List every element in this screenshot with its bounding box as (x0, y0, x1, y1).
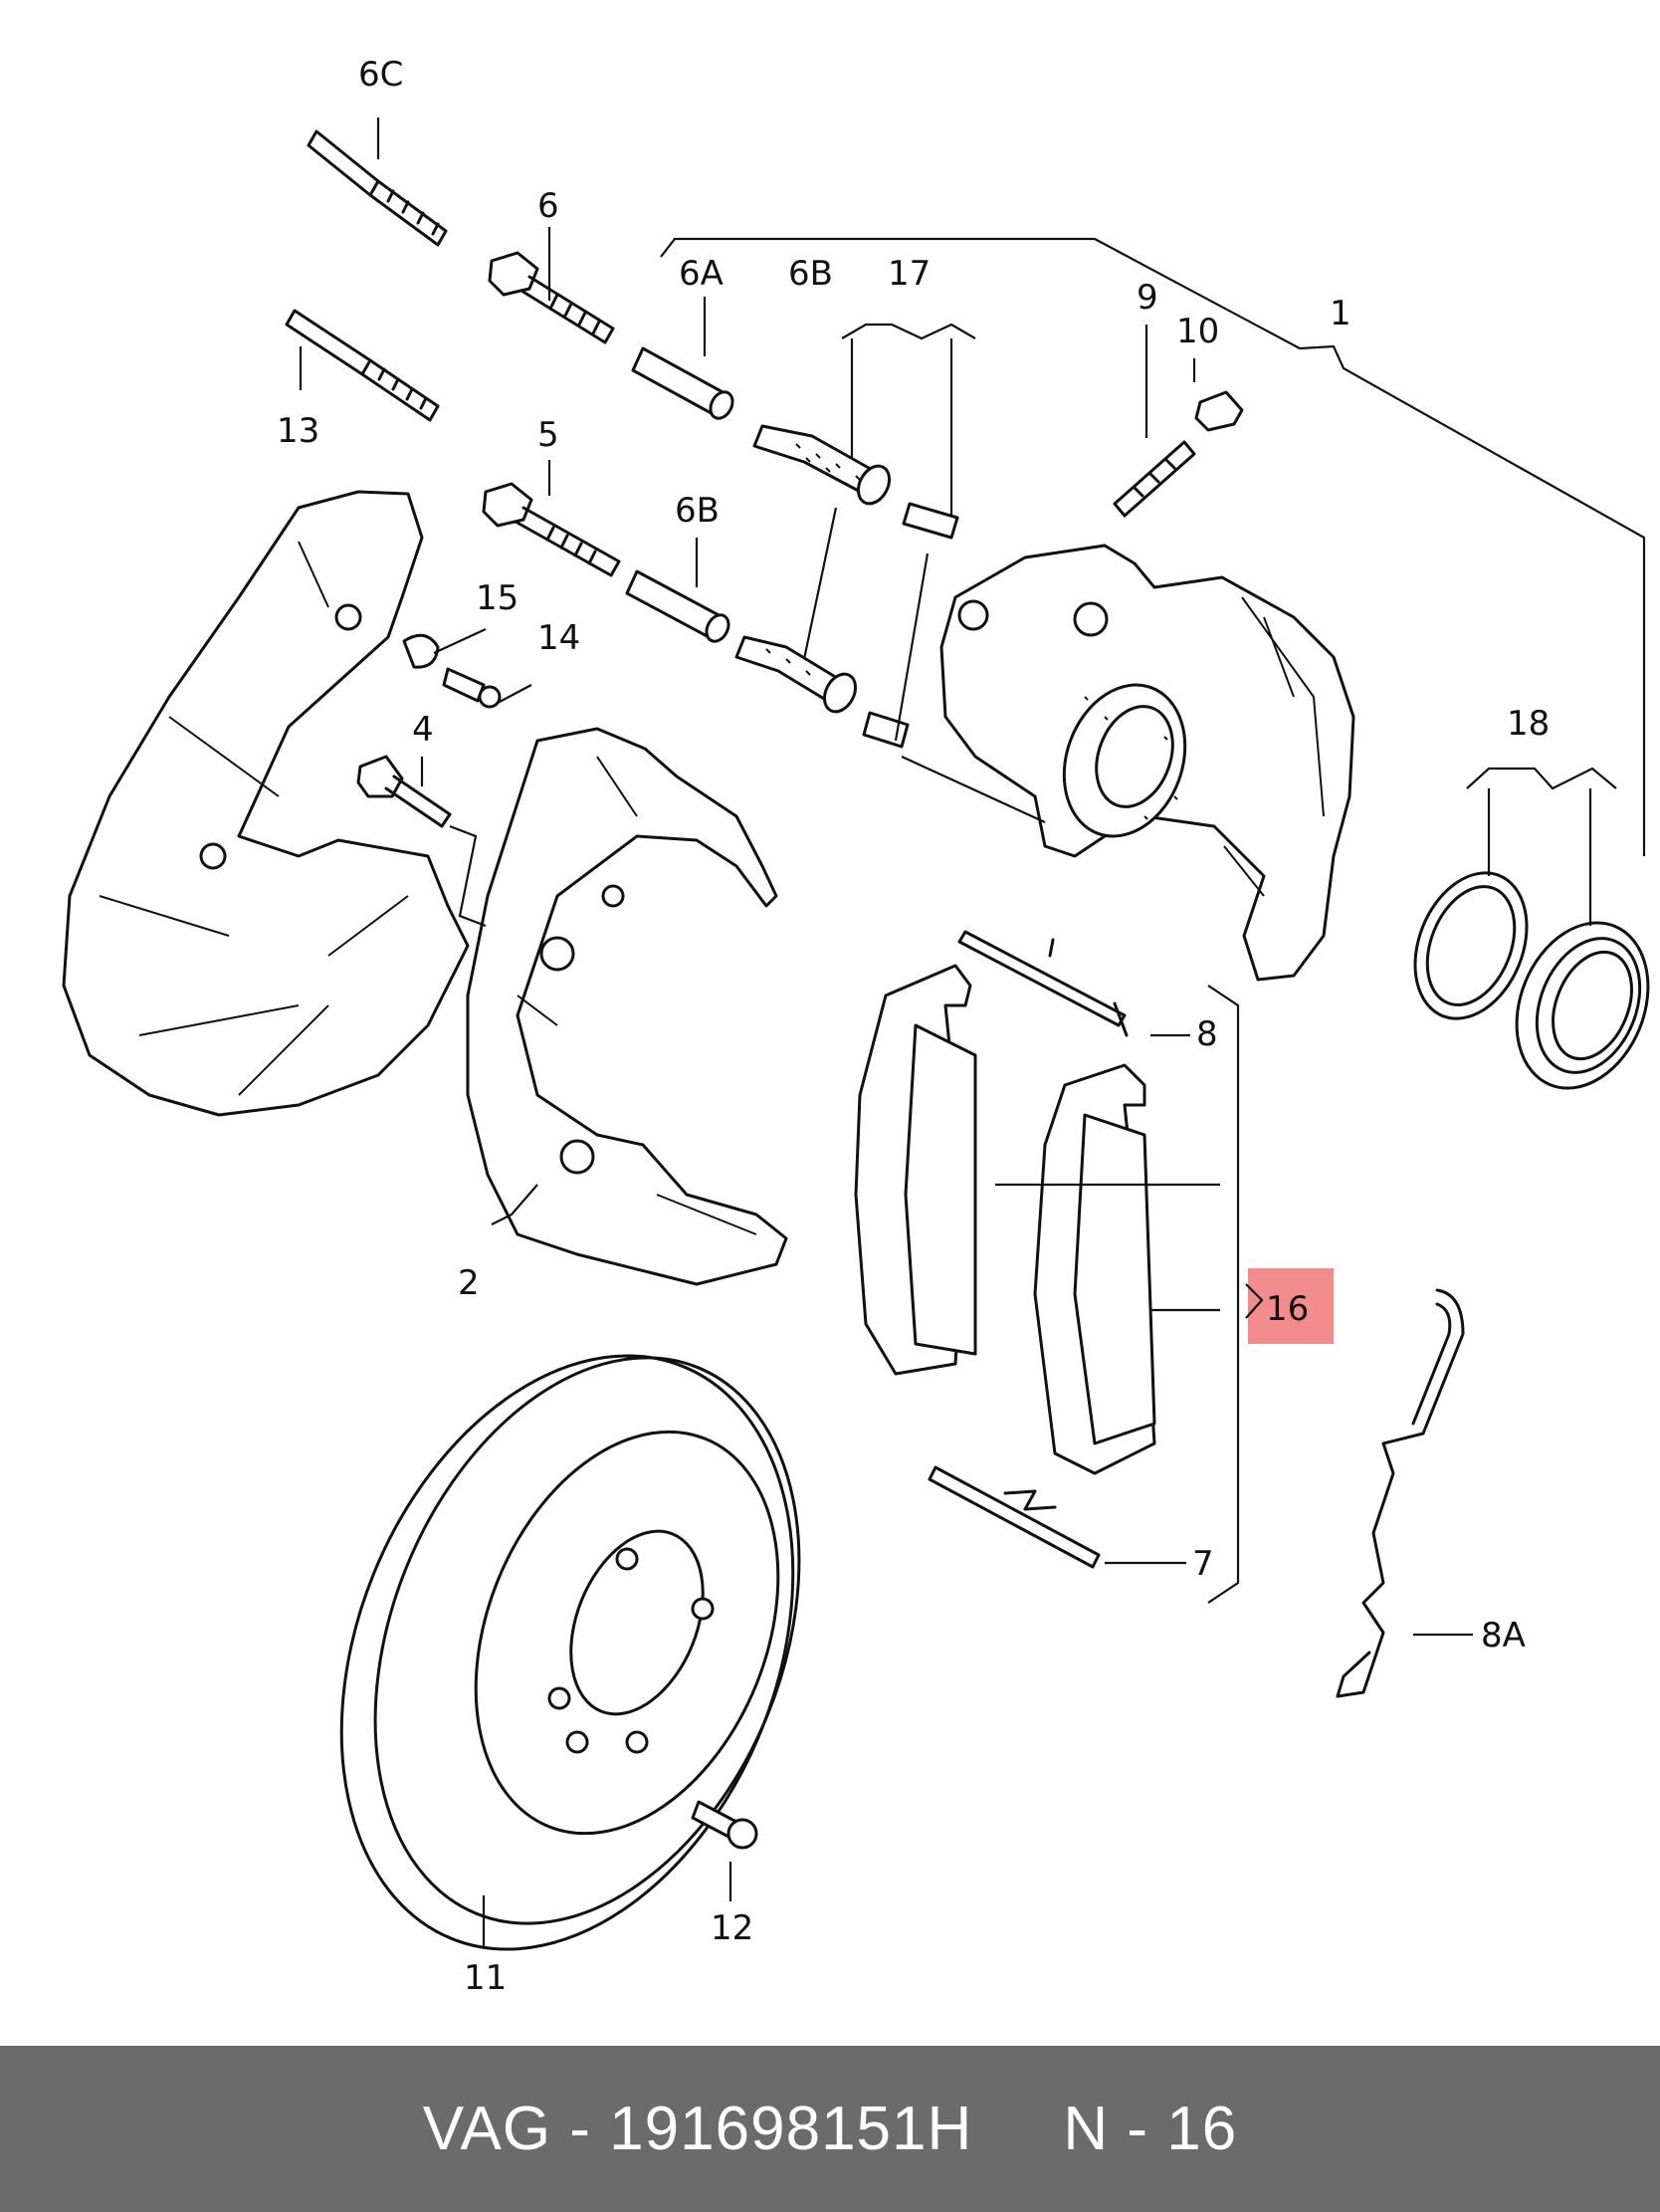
part-1-caliper (939, 544, 1355, 982)
callout-1: 1 (1330, 294, 1351, 333)
part-13-splash-shield (62, 490, 470, 1117)
part-15-clip (402, 633, 440, 669)
part-12-screw (691, 1800, 758, 1850)
part-5-bolt (482, 482, 621, 577)
part-6a-sleeve (631, 346, 734, 420)
callout-7: 7 (1192, 1544, 1214, 1584)
part-8a-wear-sensor (1336, 1288, 1465, 1698)
part-10-dust-cap (1194, 390, 1244, 432)
callout-13: 13 (277, 411, 319, 451)
part-8-spring-clip (957, 930, 1129, 1037)
part-6-bolt (488, 251, 615, 344)
callout-6c: 6C (358, 55, 403, 95)
part-7-spring-clip (928, 1465, 1101, 1569)
callout-11: 11 (464, 1958, 507, 1998)
part-6c-guide-pins (285, 129, 448, 422)
callout-6: 6 (537, 186, 559, 226)
callout-8a: 8A (1481, 1616, 1526, 1656)
callout-8: 8 (1196, 1014, 1218, 1054)
part-6b-bushing-upper (752, 424, 892, 506)
part-9-bleeder-valve (1113, 440, 1196, 518)
brake-assembly-diagram: 6C 6 6A 6B 17 9 10 1 13 5 6B 15 14 4 18 … (62, 55, 1650, 1998)
part-2-carrier (466, 727, 788, 1286)
callout-17: 17 (888, 254, 931, 294)
part-11-brake-disc (339, 1354, 801, 1951)
part-16-brake-pads (854, 964, 1156, 1475)
callout-12: 12 (711, 1908, 753, 1948)
callout-9: 9 (1137, 278, 1158, 318)
callout-5: 5 (537, 415, 559, 455)
part-4-bolt (356, 755, 452, 828)
callout-18: 18 (1507, 704, 1550, 744)
callout-labels: 6C 6 6A 6B 17 9 10 1 13 5 6B 15 14 4 18 … (277, 55, 1550, 1998)
part-6b-bushing-lower (734, 635, 858, 714)
part-18-seals (1413, 871, 1650, 1090)
footer-bar: VAG - 191698151H N - 16 (0, 2046, 1660, 2212)
callout-10: 10 (1176, 312, 1219, 351)
callout-6b-mid: 6B (675, 491, 720, 531)
footer-part-info: VAG - 191698151H N - 16 (422, 2095, 1238, 2163)
callout-16: 16 (1266, 1289, 1309, 1329)
callout-4: 4 (412, 710, 434, 750)
leader-lines (299, 117, 1646, 1947)
part-17-caps (862, 502, 959, 749)
callout-15: 15 (476, 578, 519, 618)
part-6b-sleeve (625, 569, 730, 643)
part-14-screw (442, 667, 502, 709)
callout-2: 2 (458, 1263, 480, 1303)
callout-14: 14 (537, 618, 580, 658)
highlight-box-16 (1248, 1268, 1334, 1344)
callout-6b-top: 6B (788, 254, 833, 294)
callout-6a: 6A (679, 254, 724, 294)
